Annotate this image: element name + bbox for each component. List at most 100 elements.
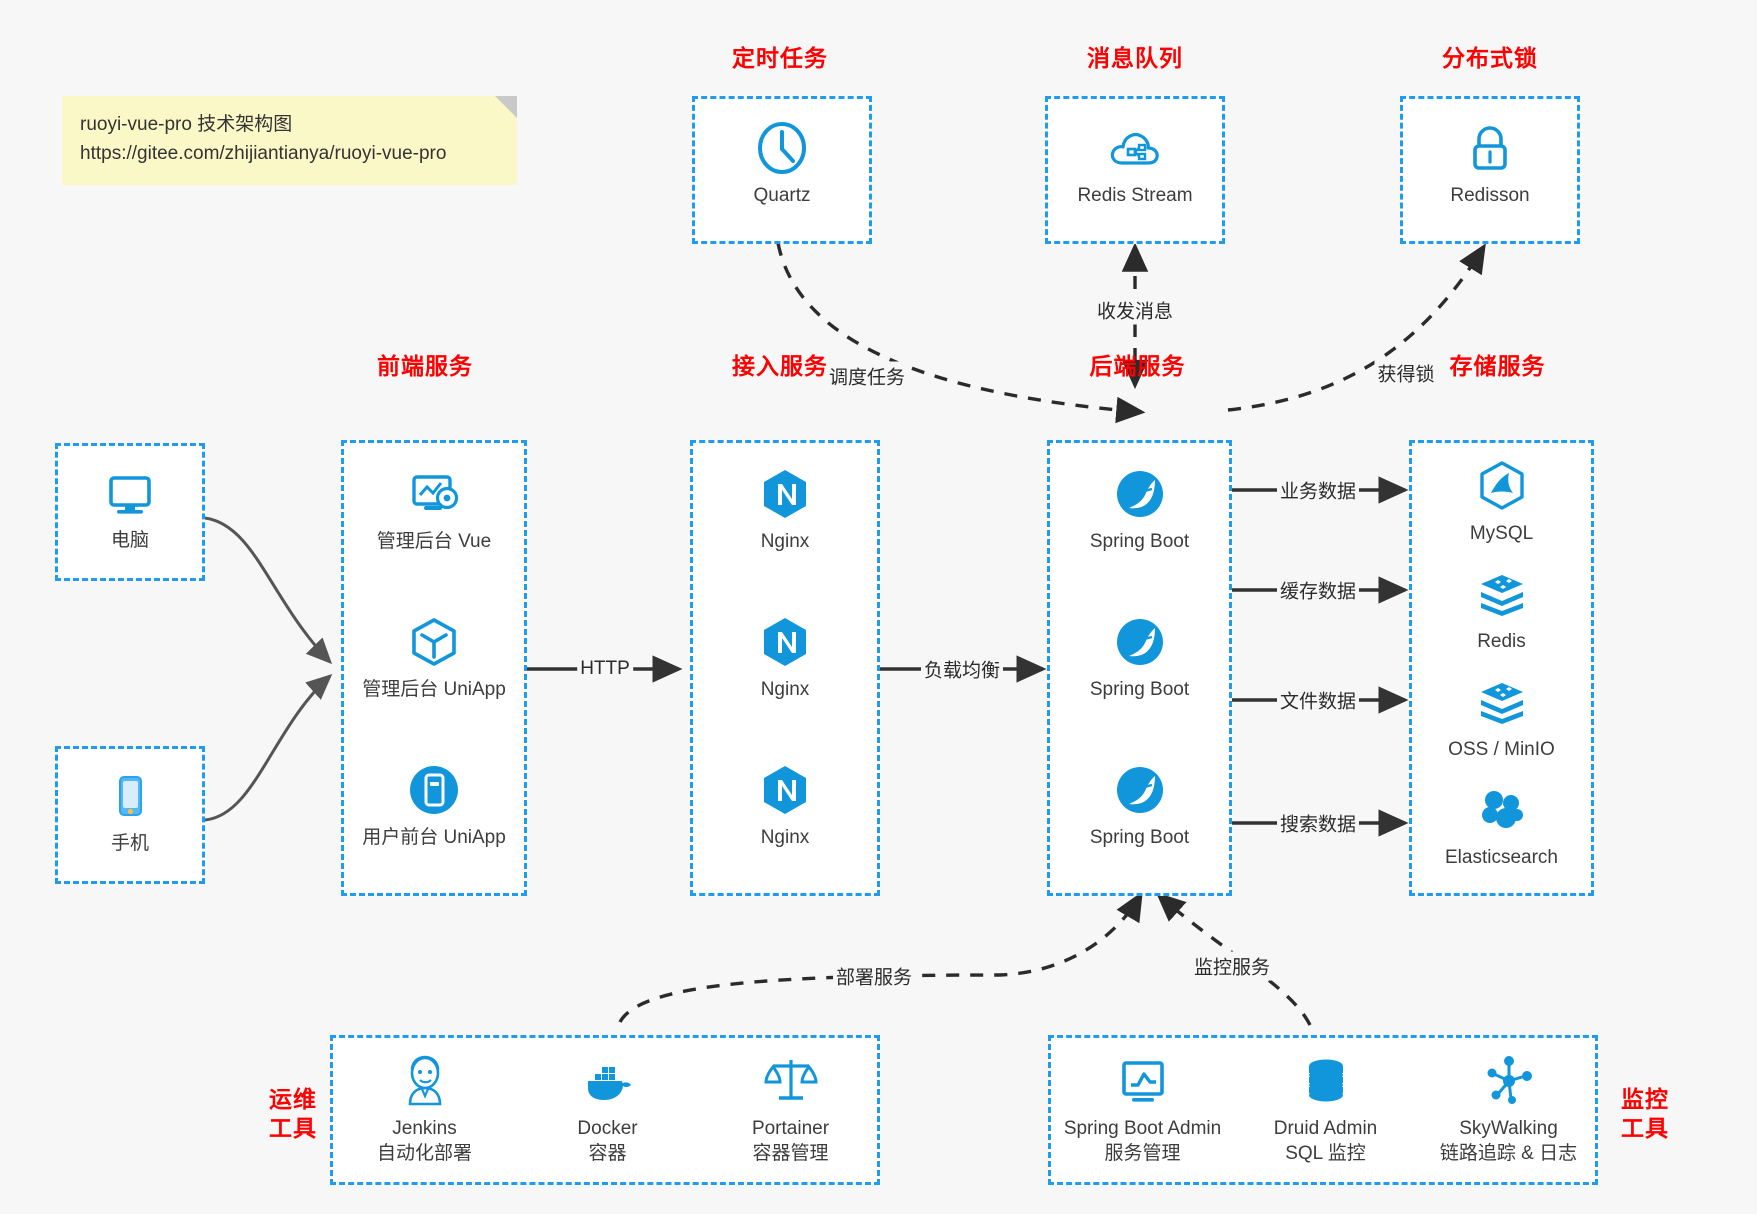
client-box-computer: 电脑 bbox=[55, 443, 205, 581]
jenkins-icon bbox=[396, 1052, 454, 1110]
group-box-backend: Spring Boot Spring Boot Spring Boot bbox=[1047, 440, 1232, 896]
node-sublabel: 服务管理 bbox=[1104, 1143, 1181, 1165]
node-label: Nginx bbox=[760, 531, 810, 552]
redis-icon bbox=[1473, 565, 1531, 623]
group-title-monitor-line1: 监控 bbox=[1621, 1086, 1669, 1112]
edge-phone-to-frontend bbox=[204, 673, 333, 822]
edge-label-business-data: 业务数据 bbox=[1276, 475, 1360, 505]
note-line-title: ruoyi-vue-pro 技术架构图 bbox=[80, 114, 293, 135]
node-sublabel: 链路追踪 & 日志 bbox=[1439, 1143, 1578, 1165]
node-docker[interactable]: Docker 容器 bbox=[516, 1052, 699, 1166]
monitor-icon bbox=[101, 464, 159, 522]
group-box-frontend: 管理后台 Vue 管理后台 UniApp 用户前台 UniApp bbox=[341, 440, 527, 896]
node-redis[interactable]: Redis bbox=[1412, 565, 1591, 654]
group-title-storage: 存储服务 bbox=[1449, 353, 1546, 379]
node-redis-stream[interactable]: Redis Stream bbox=[1048, 119, 1222, 208]
lock-icon bbox=[1461, 119, 1519, 177]
nginx-icon bbox=[756, 465, 814, 523]
edge-label-http: HTTP bbox=[577, 657, 633, 681]
node-label: Jenkins bbox=[392, 1118, 457, 1139]
chart-monitor-icon bbox=[1114, 1052, 1172, 1110]
group-title-devops: 运维 工具 bbox=[258, 1085, 328, 1143]
note-fold-corner bbox=[495, 96, 517, 118]
node-label: Redis Stream bbox=[1077, 185, 1193, 206]
node-user-uniapp[interactable]: 用户前台 UniApp bbox=[344, 761, 524, 850]
group-title-lock: 分布式锁 bbox=[1442, 45, 1538, 71]
group-box-lock: Redisson bbox=[1400, 96, 1580, 244]
group-box-gateway: Nginx Nginx Nginx bbox=[690, 440, 880, 896]
client-box-phone: 手机 bbox=[55, 746, 205, 884]
node-nginx-3[interactable]: Nginx bbox=[693, 761, 877, 850]
nginx-icon bbox=[756, 613, 814, 671]
node-phone[interactable]: 手机 bbox=[58, 767, 202, 856]
node-label: SkyWalking bbox=[1459, 1118, 1558, 1139]
redis-icon bbox=[1473, 673, 1531, 731]
node-spring-boot-3[interactable]: Spring Boot bbox=[1050, 761, 1229, 850]
node-label: 用户前台 UniApp bbox=[362, 827, 506, 848]
node-nginx-2[interactable]: Nginx bbox=[693, 613, 877, 702]
edge-label-search-data: 搜索数据 bbox=[1276, 808, 1360, 838]
node-sublabel: 自动化部署 bbox=[376, 1143, 472, 1165]
edge-backend-to-redisson bbox=[1227, 243, 1486, 412]
group-box-storage: MySQL Redis OSS bbox=[1409, 440, 1594, 896]
elasticsearch-icon bbox=[1473, 781, 1531, 839]
node-skywalking[interactable]: SkyWalking 链路追踪 & 日志 bbox=[1417, 1052, 1600, 1166]
group-box-monitor: Spring Boot Admin 服务管理 Druid Admin SQL 监… bbox=[1048, 1035, 1598, 1185]
node-admin-vue[interactable]: 管理后台 Vue bbox=[344, 465, 524, 554]
node-label: MySQL bbox=[1469, 523, 1534, 544]
spring-boot-icon bbox=[1111, 761, 1169, 819]
node-druid-admin[interactable]: Druid Admin SQL 监控 bbox=[1234, 1052, 1417, 1166]
group-title-devops-line2: 工具 bbox=[269, 1114, 317, 1141]
node-label: Portainer bbox=[751, 1118, 830, 1139]
skywalking-icon bbox=[1480, 1052, 1538, 1110]
node-spring-boot-admin[interactable]: Spring Boot Admin 服务管理 bbox=[1051, 1052, 1234, 1166]
node-mysql[interactable]: MySQL bbox=[1412, 457, 1591, 546]
node-sublabel: 容器 bbox=[588, 1143, 627, 1165]
edge-label-acquire-lock: 获得锁 bbox=[1374, 358, 1438, 388]
group-title-frontend: 前端服务 bbox=[377, 353, 473, 379]
node-nginx-1[interactable]: Nginx bbox=[693, 465, 877, 554]
node-spring-boot-2[interactable]: Spring Boot bbox=[1050, 613, 1229, 702]
group-title-scheduler: 定时任务 bbox=[732, 45, 828, 71]
scales-icon bbox=[762, 1052, 820, 1110]
node-label: 管理后台 UniApp bbox=[362, 679, 506, 700]
edge-label-send-receive-message: 收发消息 bbox=[1093, 295, 1177, 325]
spring-boot-icon bbox=[1111, 613, 1169, 671]
node-label: 手机 bbox=[110, 833, 149, 854]
node-label: 电脑 bbox=[110, 530, 149, 551]
smartphone-icon bbox=[101, 767, 159, 825]
note-line-url: https://gitee.com/zhijiantianya/ruoyi-vu… bbox=[80, 143, 447, 165]
node-label: Druid Admin bbox=[1273, 1118, 1378, 1139]
node-computer[interactable]: 电脑 bbox=[58, 464, 202, 553]
database-icon bbox=[1297, 1052, 1355, 1110]
group-title-gateway: 接入服务 bbox=[732, 353, 828, 379]
node-quartz[interactable]: Quartz bbox=[695, 119, 869, 208]
node-label: 管理后台 Vue bbox=[376, 531, 492, 552]
node-label: Elasticsearch bbox=[1445, 847, 1558, 868]
mobile-app-icon bbox=[405, 761, 463, 819]
node-portainer[interactable]: Portainer 容器管理 bbox=[699, 1052, 882, 1166]
node-jenkins[interactable]: Jenkins 自动化部署 bbox=[333, 1052, 516, 1166]
spring-boot-icon bbox=[1111, 465, 1169, 523]
edge-label-file-data: 文件数据 bbox=[1276, 685, 1360, 715]
node-sublabel: 容器管理 bbox=[752, 1143, 829, 1165]
docker-icon bbox=[579, 1052, 637, 1110]
mysql-icon bbox=[1473, 457, 1531, 515]
group-title-devops-line1: 运维 bbox=[269, 1086, 317, 1112]
node-elasticsearch[interactable]: Elasticsearch bbox=[1412, 781, 1591, 870]
node-oss-minio[interactable]: OSS / MinIO bbox=[1412, 673, 1591, 762]
group-title-mq: 消息队列 bbox=[1087, 45, 1183, 71]
node-label: OSS / MinIO bbox=[1448, 739, 1555, 760]
node-admin-uniapp[interactable]: 管理后台 UniApp bbox=[344, 613, 524, 702]
node-label: Redis bbox=[1477, 631, 1526, 652]
edge-label-schedule-task: 调度任务 bbox=[825, 361, 909, 391]
edge-devops-to-backend bbox=[618, 891, 1143, 1023]
node-sublabel: SQL 监控 bbox=[1285, 1143, 1366, 1165]
node-redisson[interactable]: Redisson bbox=[1403, 119, 1577, 208]
node-spring-boot-1[interactable]: Spring Boot bbox=[1050, 465, 1229, 554]
edge-label-deploy-service: 部署服务 bbox=[832, 961, 916, 991]
node-label: Quartz bbox=[753, 185, 811, 206]
group-box-mq: Redis Stream bbox=[1045, 96, 1225, 244]
group-box-scheduler: Quartz bbox=[692, 96, 872, 244]
